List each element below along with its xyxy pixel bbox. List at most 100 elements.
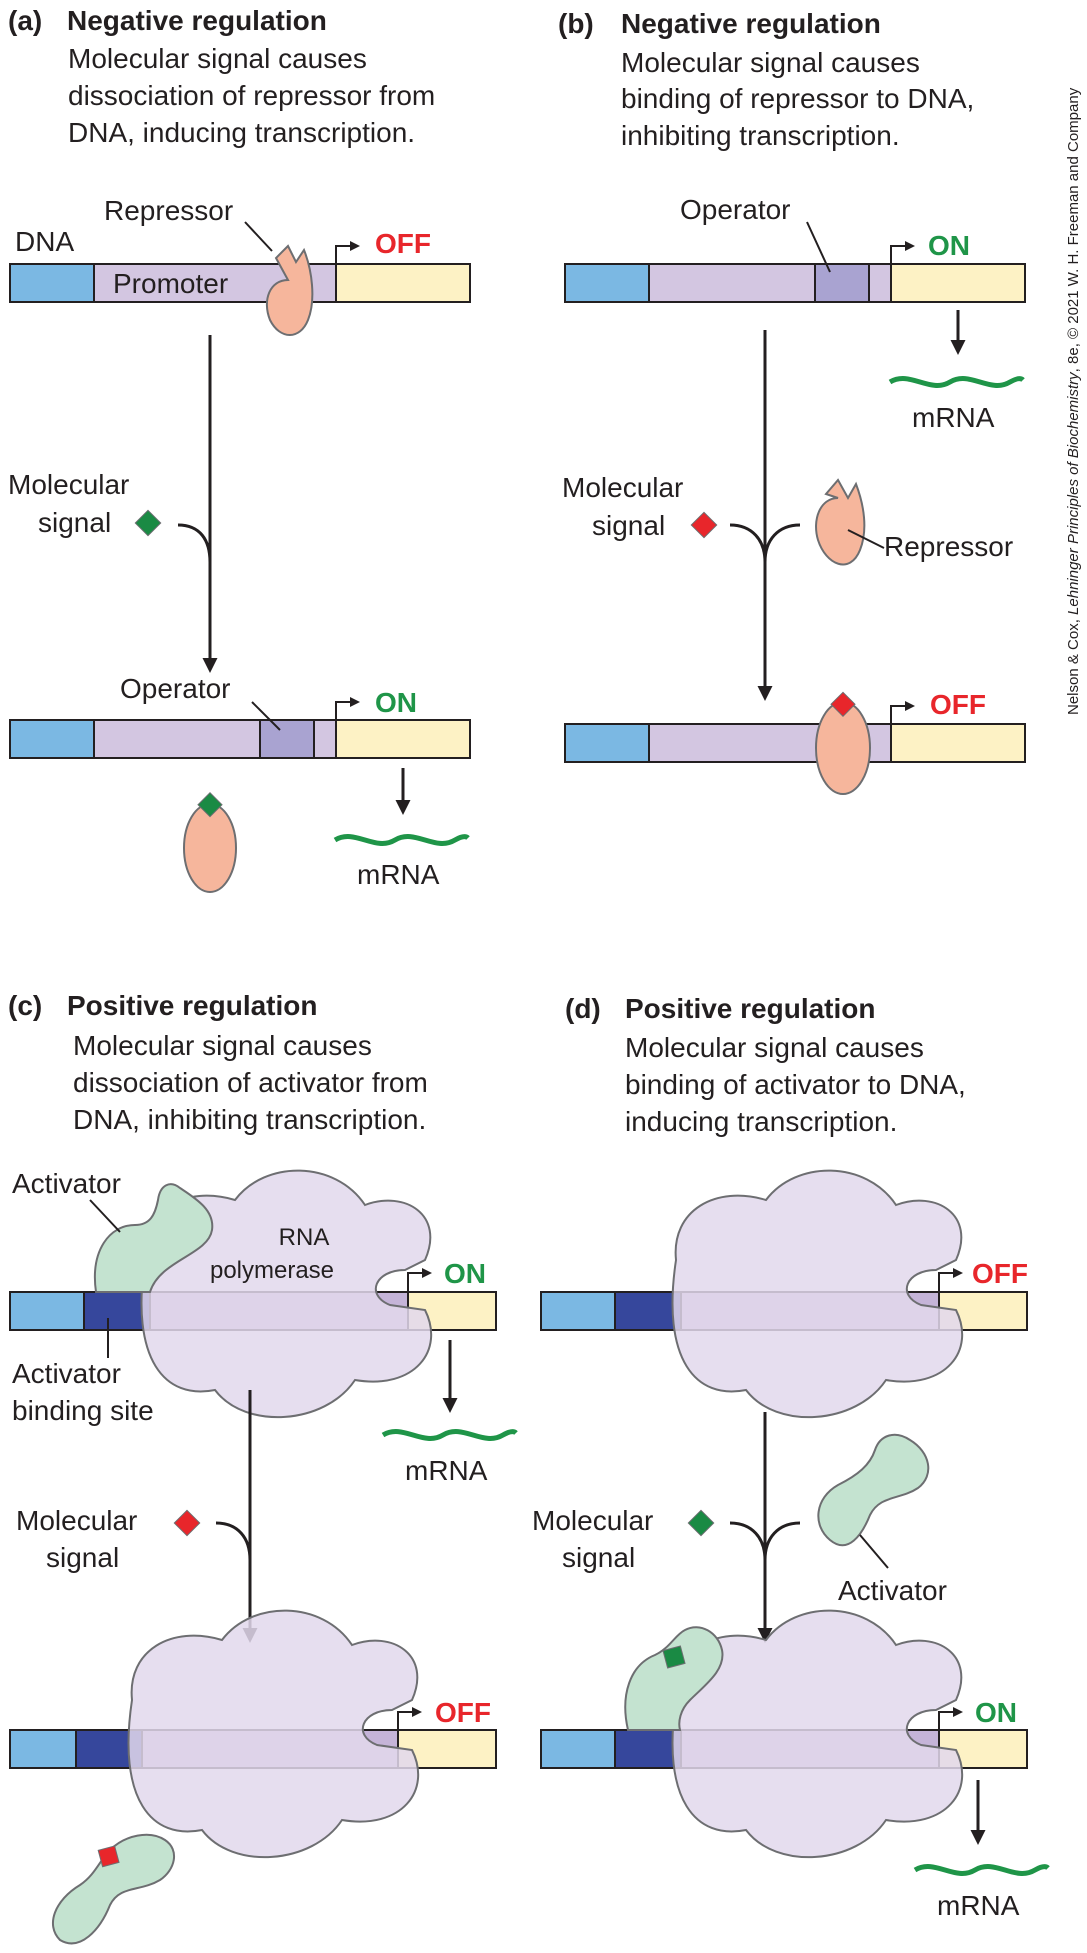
tss-arrow-c-top <box>407 1268 432 1292</box>
activator-label-c: Activator <box>12 1168 121 1199</box>
signal-curve-c <box>215 1521 252 1561</box>
signal-green-a <box>134 509 162 537</box>
panel-b-desc-line-3: inhibiting transcription. <box>621 120 900 151</box>
state-on-b: ON <box>928 230 970 261</box>
activator-leader-d <box>859 1534 889 1569</box>
state-off-b: OFF <box>930 689 986 720</box>
credit-prefix: Nelson & Cox, <box>1065 615 1082 715</box>
tss-arrow-b-bottom <box>890 701 915 724</box>
panel-c-heading: Positive regulation <box>67 990 318 1021</box>
tss-arrow-b-top <box>890 241 915 264</box>
mrna-label-d: mRNA <box>937 1890 1020 1921</box>
panel-c-desc-line-3: DNA, inhibiting transcription. <box>73 1104 426 1135</box>
mrna-label-b: mRNA <box>912 402 995 433</box>
panel-b: (b) Negative regulation Molecular signal… <box>558 8 1026 795</box>
panel-c-desc-line-1: Molecular signal causes <box>73 1030 372 1061</box>
activator-free-d <box>817 1433 930 1547</box>
mrna-wave-c <box>381 1429 518 1441</box>
repressor-label-b: Repressor <box>884 531 1013 562</box>
panel-a-letter: (a) <box>8 5 42 36</box>
signal-curve-a <box>177 523 212 563</box>
panel-a-desc-line-2: dissociation of repressor from <box>68 80 435 111</box>
signal-bound-b <box>830 691 856 718</box>
polymerase-label-c-1: RNA <box>279 1224 330 1251</box>
signal-label-d-1: Molecular <box>532 1505 653 1536</box>
dna-label: DNA <box>15 226 74 257</box>
panel-b-letter: (b) <box>558 8 594 39</box>
state-on-d: ON <box>975 1697 1017 1728</box>
panel-c-letter: (c) <box>8 990 42 1021</box>
panel-b-dna-bottom <box>564 723 1026 763</box>
signal-label-c-1: Molecular <box>16 1505 137 1536</box>
panel-c: (c) Positive regulation Molecular signal… <box>8 990 518 1945</box>
panel-a-heading: Negative regulation <box>67 5 327 36</box>
mrna-wave-a <box>333 834 470 846</box>
signal-bound-c <box>97 1845 120 1868</box>
panel-d: (d) Positive regulation Molecular signal… <box>532 993 1050 1921</box>
signal-label-a-1: Molecular <box>8 469 129 500</box>
activator-label-d: Activator <box>838 1575 947 1606</box>
promoter-label: Promoter <box>113 268 228 299</box>
signal-red-c <box>173 1509 201 1537</box>
panel-b-desc-line-2: binding of repressor to DNA, <box>621 83 974 114</box>
operator-leader-a <box>251 701 281 731</box>
repressor-label: Repressor <box>104 195 233 226</box>
activator-bound-d <box>624 1626 724 1731</box>
state-off-d: OFF <box>972 1258 1028 1289</box>
repressor-bound <box>265 244 314 336</box>
repressor-leader <box>244 221 273 252</box>
signal-label-c-2: signal <box>46 1542 119 1573</box>
state-off-c: OFF <box>435 1697 491 1728</box>
panel-a-desc-line-3: DNA, inducing transcription. <box>68 117 415 148</box>
operator-label-b: Operator <box>680 194 791 225</box>
signal-label-d-2: signal <box>562 1542 635 1573</box>
repressor-leader-b <box>847 529 885 549</box>
tss-arrow-d-bottom <box>938 1707 963 1730</box>
polymerase-label-c-2: polymerase <box>210 1257 334 1284</box>
repressor-free-b <box>815 478 866 566</box>
panel-d-heading: Positive regulation <box>625 993 876 1024</box>
tss-arrow-d-top <box>938 1268 963 1292</box>
credit-suffix: , 8e, © 2021 W. H. Freeman and Company <box>1065 87 1082 372</box>
panel-b-desc-line-1: Molecular signal causes <box>621 47 920 78</box>
state-on-a: ON <box>375 687 417 718</box>
signal-label-b-1: Molecular <box>562 472 683 503</box>
signal-green-d <box>687 1509 715 1537</box>
state-off-a: OFF <box>375 228 431 259</box>
site-label-c-2: binding site <box>12 1395 154 1426</box>
mrna-label-a: mRNA <box>357 859 440 890</box>
credit-line: Nelson & Cox, Lehninger Principles of Bi… <box>1065 87 1082 715</box>
tss-arrow-a-top <box>335 241 360 264</box>
operator-leader-b <box>806 221 831 273</box>
panel-a-dna-top <box>9 263 471 303</box>
panel-c-desc-line-2: dissociation of activator from <box>73 1067 428 1098</box>
tss-arrow-c-bottom <box>397 1707 422 1730</box>
signal-bound-a <box>197 791 223 818</box>
panel-d-letter: (d) <box>565 993 601 1024</box>
credit-title: Lehninger Principles of Biochemistry <box>1065 371 1082 615</box>
signal-label-b-2: signal <box>592 510 665 541</box>
activator-free-c <box>51 1833 175 1945</box>
mrna-wave-b <box>888 376 1025 388</box>
panel-d-desc-line-1: Molecular signal causes <box>625 1032 924 1063</box>
mrna-label-c: mRNA <box>405 1455 488 1486</box>
activator-leader-c <box>89 1199 121 1233</box>
state-on-c: ON <box>444 1258 486 1289</box>
tss-arrow-a-bottom <box>335 697 360 720</box>
signal-label-a-2: signal <box>38 507 111 538</box>
signal-bound-d <box>662 1645 686 1669</box>
panel-a-dna-bottom <box>9 719 471 759</box>
signal-curve-d <box>729 1521 801 1561</box>
site-label-c-1: Activator <box>12 1358 121 1389</box>
panel-b-heading: Negative regulation <box>621 8 881 39</box>
activator-bound-c <box>93 1183 214 1293</box>
panel-b-dna-top <box>564 263 1026 303</box>
signal-red-b <box>690 511 718 539</box>
panel-d-desc-line-2: binding of activator to DNA, <box>625 1069 966 1100</box>
signal-curve-b <box>729 523 801 563</box>
panel-a-desc-line-1: Molecular signal causes <box>68 43 367 74</box>
panel-d-desc-line-3: inducing transcription. <box>625 1106 897 1137</box>
panel-a: (a) Negative regulation Molecular signal… <box>8 5 471 893</box>
operator-label-a: Operator <box>120 673 231 704</box>
